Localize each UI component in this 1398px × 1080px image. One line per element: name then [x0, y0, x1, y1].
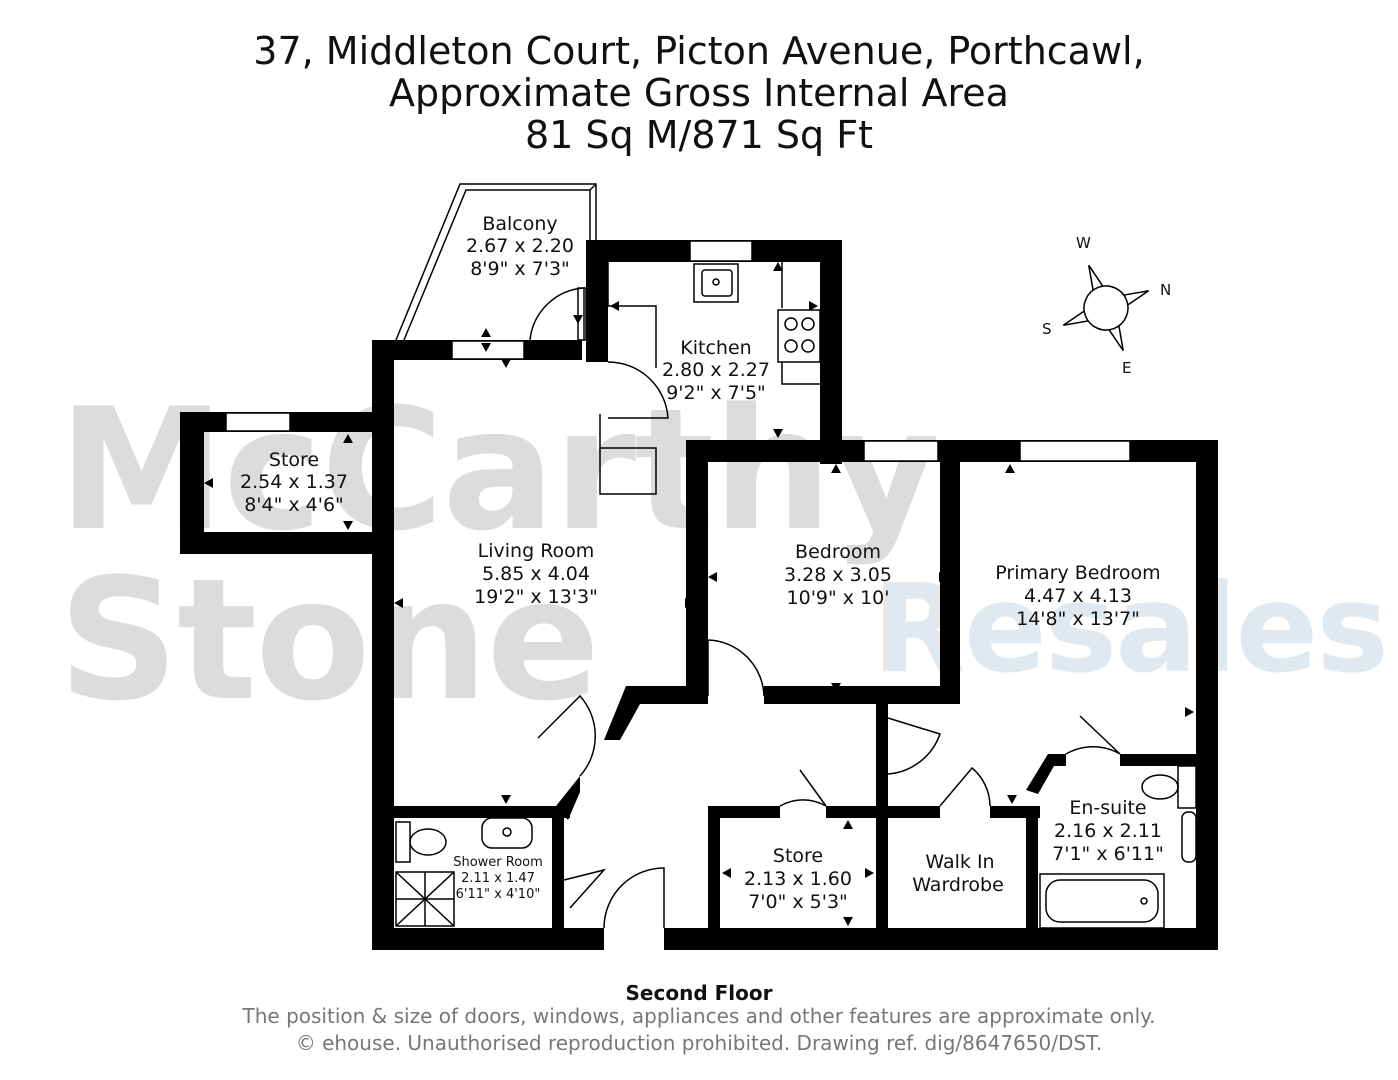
store-mid-metric: 2.13 x 1.60 — [744, 868, 852, 890]
windows — [225, 240, 1131, 462]
dimension-arrows — [204, 262, 1194, 926]
store-mid-imperial: 7'0" x 5'3" — [748, 891, 848, 913]
ensuite-name: En-suite — [1069, 797, 1146, 819]
disclaimer-copyright: © ehouse. Unauthorised reproduction proh… — [295, 1031, 1103, 1055]
doors — [529, 287, 1121, 929]
shower-metric: 2.11 x 1.47 — [461, 871, 535, 886]
balcony-imperial: 8'9" x 7'3" — [470, 258, 570, 280]
toilet-icon — [409, 828, 447, 856]
primary-metric: 4.47 x 4.13 — [1024, 585, 1132, 607]
ensuite-metric: 2.16 x 2.11 — [1054, 820, 1162, 842]
shower-imperial: 6'11" x 4'10" — [456, 887, 541, 902]
compass-icon — [1062, 264, 1150, 352]
bedroom-imperial: 10'9" x 10' — [787, 587, 890, 609]
walkin-name-2: Wardrobe — [912, 874, 1004, 896]
balcony-outline — [395, 183, 597, 341]
ensuite-toilet-icon — [1141, 774, 1179, 800]
floor-label: Second Floor — [625, 981, 773, 1005]
kitchen-imperial: 9'2" x 7'5" — [666, 382, 766, 404]
hob-icon — [777, 309, 821, 363]
store-mid-name: Store — [773, 845, 823, 867]
ensuite-basin-icon — [1181, 811, 1197, 863]
living-name: Living Room — [478, 540, 595, 562]
plan-title-area-label: Approximate Gross Internal Area — [389, 71, 1009, 115]
bedroom-metric: 3.28 x 3.05 — [784, 564, 892, 586]
walls — [180, 240, 1218, 950]
living-imperial: 19'2" x 13'3" — [474, 586, 598, 608]
balcony-metric: 2.67 x 2.20 — [466, 235, 574, 257]
bedroom-name: Bedroom — [795, 541, 881, 563]
compass-w: W — [1076, 234, 1091, 252]
shower-name: Shower Room — [453, 855, 543, 870]
kitchen-metric: 2.80 x 2.27 — [662, 359, 770, 381]
watermark-mccarthy-stone: McCarthy Stone — [58, 372, 940, 738]
room-labels: Balcony 2.67 x 2.20 8'9" x 7'3" Kitchen … — [240, 213, 1164, 913]
bathroom-fixtures — [395, 765, 1197, 929]
balcony-name: Balcony — [482, 213, 557, 235]
kitchen-name: Kitchen — [680, 337, 751, 359]
primary-imperial: 14'8" x 13'7" — [1016, 608, 1140, 630]
compass-s: S — [1042, 320, 1052, 338]
living-metric: 5.85 x 4.04 — [482, 563, 590, 585]
walkin-name-1: Walk In — [925, 851, 994, 873]
bath-icon — [1039, 873, 1165, 929]
toilet-cistern-icon — [395, 821, 411, 863]
ensuite-cistern-icon — [1177, 765, 1197, 809]
store-left-metric: 2.54 x 1.37 — [240, 471, 348, 493]
disclaimer-approximate: The position & size of doors, windows, a… — [242, 1004, 1156, 1028]
sink-icon — [693, 263, 739, 303]
plan-title-address: 37, Middleton Court, Picton Avenue, Port… — [253, 29, 1145, 73]
compass-e: E — [1122, 359, 1131, 377]
basin-icon — [481, 817, 533, 849]
store-left-imperial: 8'4" x 4'6" — [244, 494, 344, 516]
plan-title-area-value: 81 Sq M/871 Sq Ft — [524, 113, 874, 157]
compass-n: N — [1160, 281, 1171, 299]
kitchen-units — [599, 262, 821, 495]
primary-name: Primary Bedroom — [995, 562, 1160, 584]
store-left-name: Store — [269, 449, 319, 471]
ensuite-imperial: 7'1" x 6'11" — [1052, 843, 1164, 865]
